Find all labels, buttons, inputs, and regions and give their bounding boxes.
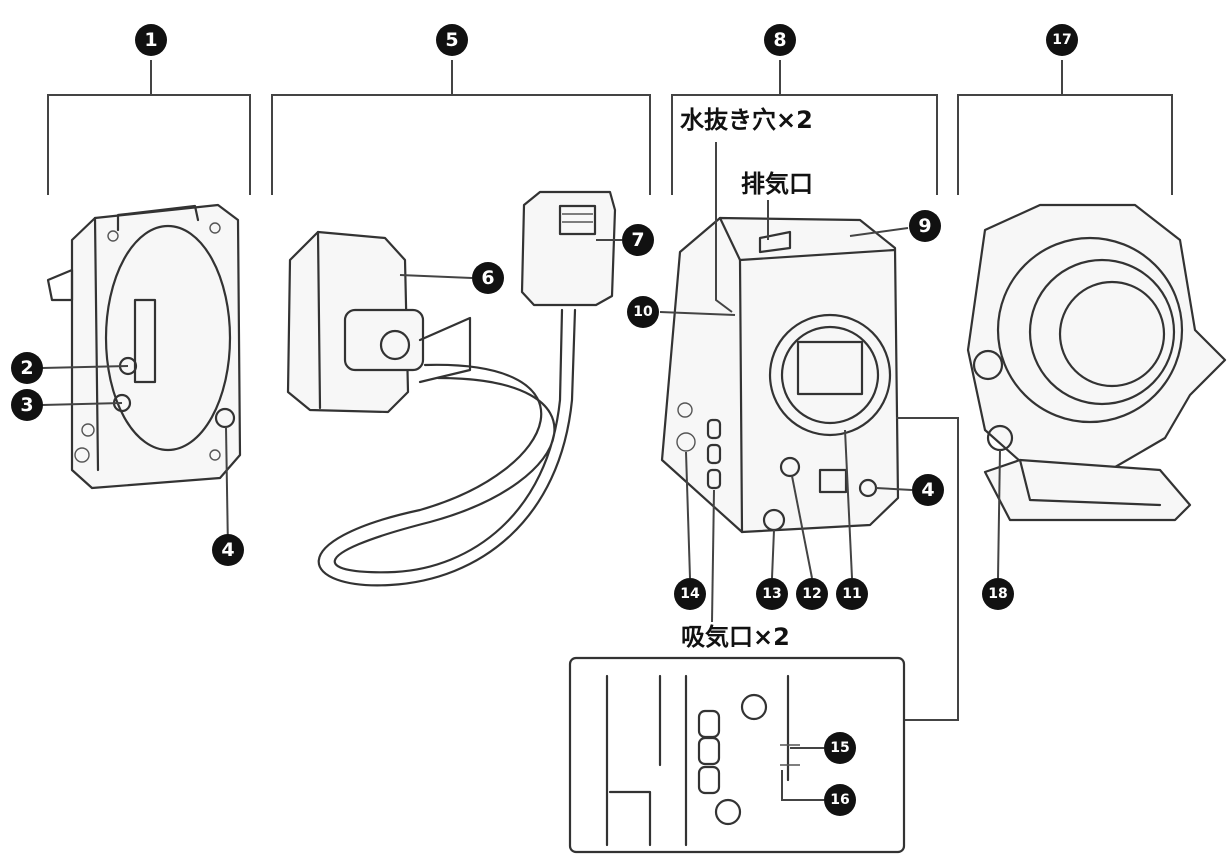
callout-8: 8	[764, 24, 796, 56]
inset-connector-line	[896, 417, 959, 721]
callout-number: 12	[802, 586, 821, 602]
callout-badge-bg	[796, 578, 828, 610]
callout-number: 16	[830, 792, 849, 808]
callout-number: 1	[144, 29, 157, 51]
callout-number: 5	[445, 29, 458, 51]
bracket-group-5	[271, 60, 651, 195]
callout-badge-bg	[436, 24, 468, 56]
callout-badge-bg	[622, 224, 654, 256]
camera-body-drawing	[660, 216, 900, 534]
callout-number: 4	[921, 479, 934, 501]
callout-16: 16	[824, 784, 856, 816]
callout-badge-bg	[674, 578, 706, 610]
callout-badge-bg	[212, 534, 244, 566]
callout-badge-bg	[824, 732, 856, 764]
callout-number: 3	[20, 394, 33, 416]
callout-badge-bg	[11, 352, 43, 384]
callout-10: 10	[627, 296, 659, 328]
mount-plate-drawing	[46, 203, 242, 490]
callout-badge-bg	[982, 578, 1014, 610]
inset-detail-drawing	[568, 656, 906, 854]
callout-2: 2	[11, 352, 43, 384]
callout-7: 7	[622, 224, 654, 256]
callout-number: 10	[633, 304, 653, 320]
callout-badge-bg	[764, 24, 796, 56]
label-intake: 吸気口×2	[681, 623, 790, 651]
callout-badge-bg	[11, 389, 43, 421]
callout-3: 3	[11, 389, 43, 421]
callout-12: 12	[796, 578, 828, 610]
callout-badge-bg	[627, 296, 659, 328]
bracket-group-1	[47, 60, 251, 195]
callout-badge-bg	[1046, 24, 1078, 56]
callout-badge-bg	[756, 578, 788, 610]
callout-number: 8	[773, 29, 786, 51]
callout-badge-bg	[135, 24, 167, 56]
callout-badge-bg	[836, 578, 868, 610]
callout-9: 9	[909, 210, 941, 242]
callout-number: 14	[680, 586, 700, 602]
callout-number: 13	[762, 586, 781, 602]
callout-1: 1	[135, 24, 167, 56]
callout-number: 6	[481, 267, 494, 289]
callout-badge-bg	[909, 210, 941, 242]
callout-13: 13	[756, 578, 788, 610]
callout-badge-bg	[824, 784, 856, 816]
callout-17: 17	[1046, 24, 1078, 56]
callout-number: 15	[830, 740, 849, 756]
label-drain-holes: 水抜き穴×2	[680, 106, 813, 134]
callout-number: 7	[631, 229, 644, 251]
callout-number: 2	[20, 357, 33, 379]
callout-15: 15	[824, 732, 856, 764]
bracket-group-8	[671, 60, 938, 195]
cable-assembly-drawing	[286, 190, 617, 587]
callout-badge-bg	[472, 262, 504, 294]
callout-number: 11	[842, 586, 861, 602]
pl-adapter-drawing	[966, 203, 1227, 522]
callout-4-body: 4	[912, 474, 944, 506]
callout-number: 4	[221, 539, 234, 561]
label-exhaust: 排気口	[741, 170, 813, 198]
leader-lines	[41, 142, 1001, 801]
callout-number: 9	[918, 215, 931, 237]
callout-6: 6	[472, 262, 504, 294]
callout-number: 18	[988, 586, 1007, 602]
callout-4-plate: 4	[212, 534, 244, 566]
bracket-group-17	[957, 60, 1173, 195]
callout-number: 17	[1052, 32, 1071, 48]
callout-14: 14	[674, 578, 706, 610]
callout-5: 5	[436, 24, 468, 56]
callout-18: 18	[982, 578, 1014, 610]
callout-11: 11	[836, 578, 868, 610]
callout-badge-bg	[912, 474, 944, 506]
